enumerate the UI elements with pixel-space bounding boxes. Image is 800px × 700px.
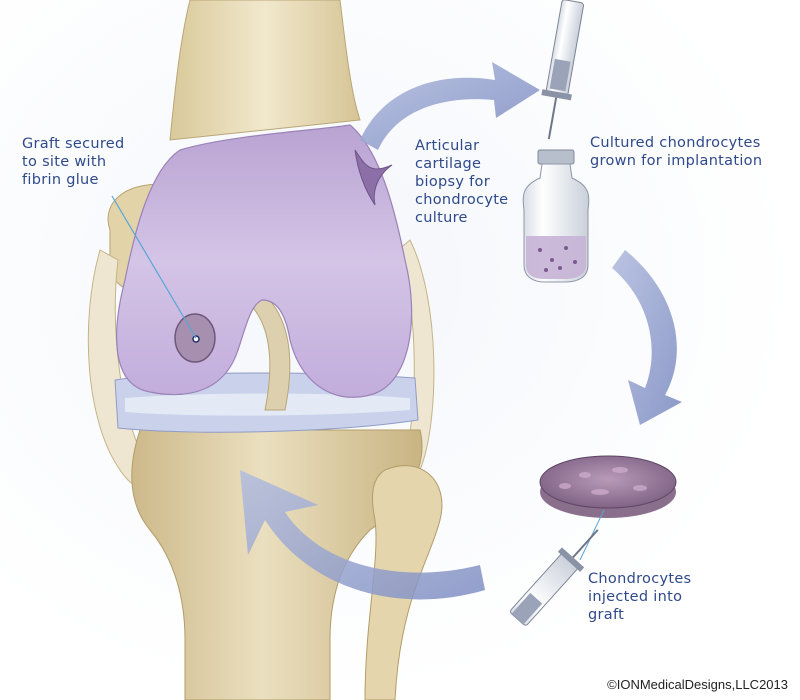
graft-leader-line: [111, 195, 197, 339]
label-biopsy: Articular cartilage biopsy for chondrocy…: [415, 138, 509, 226]
graft-disc-icon: [539, 455, 677, 518]
cruciate-ligament: [243, 294, 291, 411]
syringe-icon-top: [541, 0, 584, 140]
arrow-graft-to-knee: [240, 470, 485, 600]
copyright-credit: ©IONMedicalDesigns,LLC2013: [607, 677, 788, 692]
label-graft-secured: Graft secured to site with fibrin glue: [22, 136, 125, 188]
label-injected: Chondrocytes injected into graft: [588, 571, 692, 623]
biopsy-site: [354, 149, 393, 206]
arrow-biopsy-to-culture: [360, 62, 540, 150]
femur-shaft: [169, 0, 361, 141]
vial-icon: [522, 149, 590, 283]
arrow-culture-to-graft: [612, 250, 682, 425]
syringe-icon-bottom: [510, 529, 599, 626]
label-cultured: Cultured chondrocytes grown for implanta…: [590, 135, 763, 169]
